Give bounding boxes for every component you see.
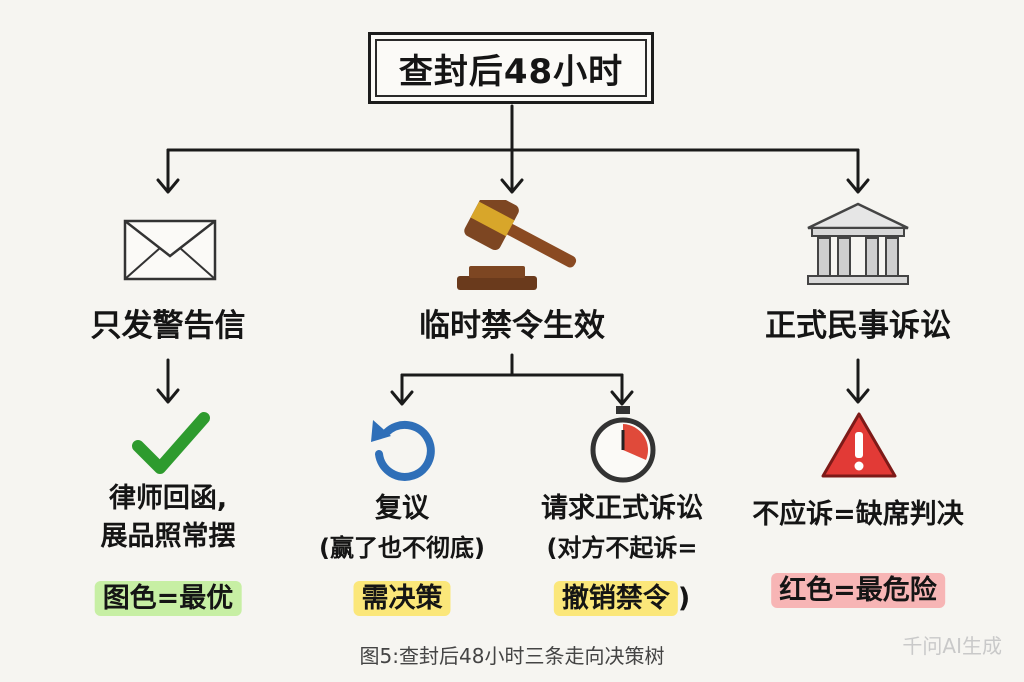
right-verdict: 红色=最危险	[771, 573, 945, 608]
left-verdict-badge: 图色=最优	[94, 581, 242, 616]
root-title-box: 查封后48小时	[368, 32, 654, 104]
checkmark-icon	[132, 412, 210, 474]
stopwatch-icon	[590, 406, 656, 483]
right-verdict-badge: 红色=最危险	[771, 573, 945, 608]
gavel-icon	[457, 200, 577, 290]
formal-lawsuit-request-verdict-badge: 撤销禁令)	[553, 581, 691, 616]
figure-caption: 图5:查封后48小时三条走向决策树	[359, 644, 665, 668]
formal-lawsuit-request-verdict-tail: )	[677, 583, 691, 614]
reconsider-title: 复议	[375, 493, 429, 524]
branch-label-temporary-injunction: 临时禁令生效	[419, 308, 605, 344]
formal-lawsuit-request-title: 请求正式诉讼	[541, 493, 703, 524]
formal-lawsuit-request-verdict: 撤销禁令	[553, 581, 678, 616]
left-verdict: 图色=最优	[94, 581, 242, 616]
reconsider-verdict: 需决策	[353, 581, 451, 616]
right-outcome-line-1: 不应诉=缺席判决	[752, 499, 964, 530]
warning-icon	[821, 412, 897, 478]
courthouse-icon	[807, 202, 909, 285]
watermark: 千问AI生成	[902, 634, 1002, 658]
left-outcome-line-1: 律师回函,	[108, 483, 228, 514]
left-outcome-line-2: 展品照常摆	[100, 521, 236, 552]
root-title: 查封后48小时	[398, 51, 624, 92]
refresh-icon	[371, 420, 435, 481]
reconsider-note: (赢了也不彻底)	[319, 534, 485, 562]
formal-lawsuit-request-note: (对方不起诉=	[546, 534, 698, 562]
reconsider-verdict-badge: 需决策	[353, 581, 451, 616]
envelope-icon	[123, 219, 217, 281]
branch-label-warning-letter: 只发警告信	[90, 308, 246, 344]
branch-label-formal-civil-lawsuit: 正式民事诉讼	[765, 308, 951, 344]
